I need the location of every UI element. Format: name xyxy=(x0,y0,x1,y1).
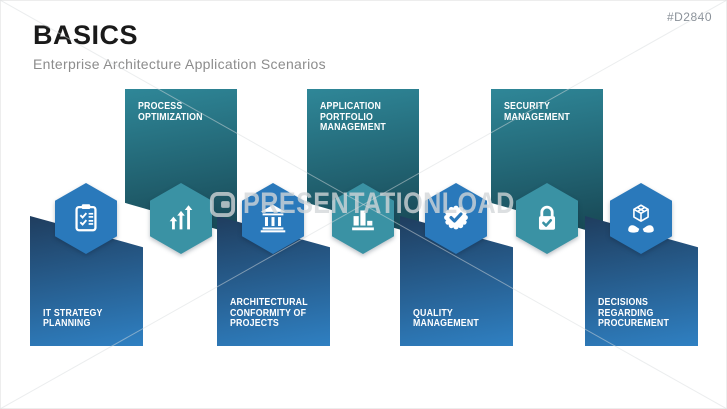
hexagon-decisions-procurement xyxy=(610,183,672,254)
bar-chart-icon xyxy=(352,210,374,231)
panel-label: DECISIONS REGARDING PROCUREMENT xyxy=(598,298,669,330)
hexagon-it-strategy xyxy=(55,183,117,254)
bank-building-icon xyxy=(260,204,286,233)
label-line: PROJECTS xyxy=(230,318,279,330)
label-line: PROCUREMENT xyxy=(598,318,670,330)
label-line: PROCESS xyxy=(138,101,183,112)
hexagon-process-optimization xyxy=(150,183,212,254)
hexagon-security-management xyxy=(516,183,578,254)
padlock-check-icon xyxy=(538,205,556,230)
label-line: IT STRATEGY xyxy=(43,307,103,319)
label-line: QUALITY xyxy=(413,307,453,319)
template-code: #D2840 xyxy=(666,10,712,24)
label-line: PLANNING xyxy=(43,318,91,330)
panel-label: IT STRATEGY PLANNING xyxy=(43,307,103,330)
hands-holding-box-icon xyxy=(628,204,654,233)
panel-label: ARCHITECTURAL CONFORMITY OF PROJECTS xyxy=(230,298,308,330)
hexagon-application-portfolio xyxy=(332,183,394,254)
panel-label: PROCESS OPTIMIZATION xyxy=(138,101,203,123)
label-line: OPTIMIZATION xyxy=(138,111,203,123)
label-line: ARCHITECTURAL xyxy=(230,297,308,309)
growth-arrows-icon xyxy=(169,205,193,230)
clipboard-checklist-icon xyxy=(75,204,97,232)
hexagon-architectural-conformity xyxy=(242,183,304,254)
label-line: MANAGEMENT xyxy=(504,111,570,123)
page-subtitle: Enterprise Architecture Application Scen… xyxy=(33,56,326,72)
label-line: MANAGEMENT xyxy=(320,122,386,134)
label-line: SECURITY xyxy=(504,101,551,112)
page-title: BASICS xyxy=(33,20,139,50)
label-line: APPLICATION xyxy=(320,101,382,112)
seal-check-icon xyxy=(444,205,468,230)
label-line: DECISIONS xyxy=(598,297,649,309)
panel-label: QUALITY MANAGEMENT xyxy=(413,307,479,330)
hexagon-quality-management xyxy=(425,183,487,254)
panel-label: APPLICATION PORTFOLIO MANAGEMENT xyxy=(320,101,386,134)
panel-label: SECURITY MANAGEMENT xyxy=(504,101,570,123)
label-line: MANAGEMENT xyxy=(413,318,479,330)
